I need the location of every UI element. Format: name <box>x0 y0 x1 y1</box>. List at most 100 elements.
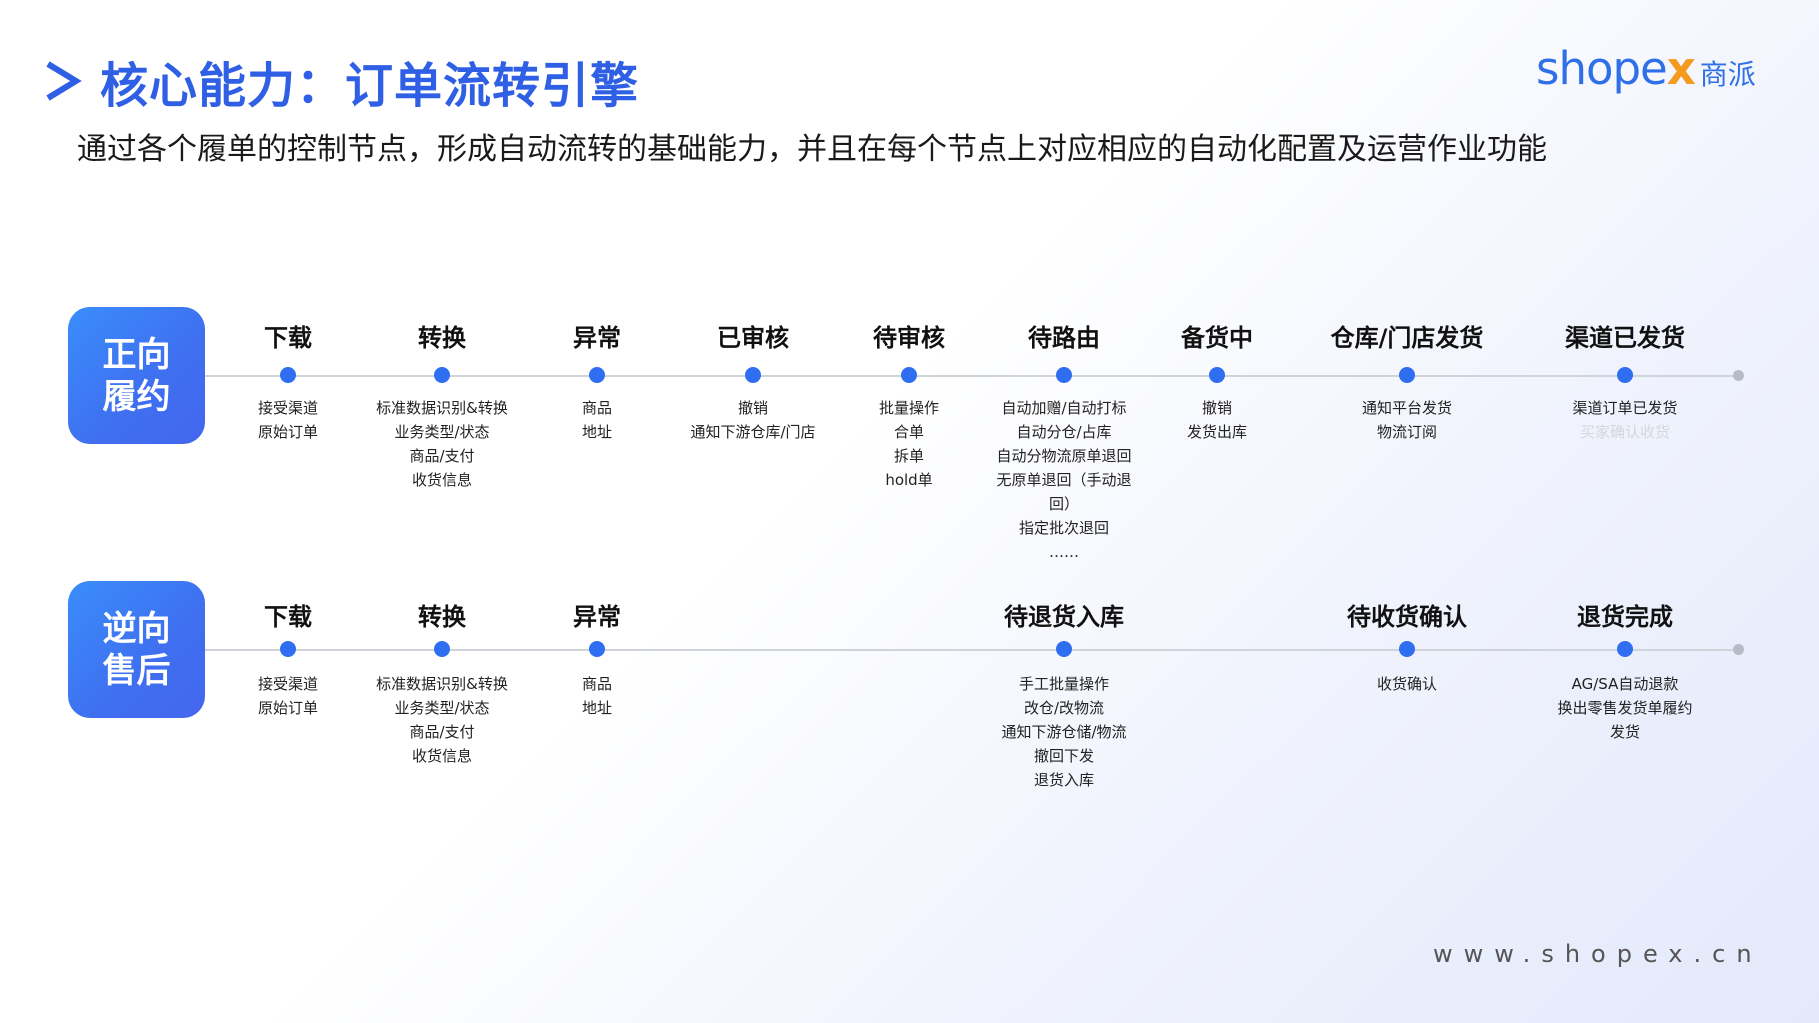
node-description-line: 自动加赠/自动打标 <box>1001 399 1127 417</box>
node-description: 接受渠道原始订单 <box>168 396 408 444</box>
node-description-line: AG/SA自动退款 <box>1571 675 1679 693</box>
node-description-line: 商品/支付 <box>409 723 475 741</box>
node-description: 通知平台发货物流订阅 <box>1287 396 1527 444</box>
node-description-line: 标准数据识别&转换 <box>376 399 508 417</box>
node-description-line: 原始订单 <box>257 699 318 717</box>
node-dot <box>1209 367 1225 383</box>
node-description-line: 接受渠道 <box>257 399 318 417</box>
node-label: 转换 <box>418 324 466 352</box>
node-dot <box>1617 367 1633 383</box>
node-dot <box>745 367 761 383</box>
reverse-timeline-track <box>205 649 1739 651</box>
node-description: 手工批量操作改仓/改物流通知下游仓储/物流撤回下发退货入库 <box>944 672 1184 792</box>
logo-text-x: x <box>1666 42 1696 95</box>
node-dot <box>280 367 296 383</box>
node-dot <box>1056 367 1072 383</box>
node-dot <box>1056 641 1072 657</box>
page-title: 核心能力：订单流转引擎 <box>100 58 640 114</box>
node-dot <box>1399 641 1415 657</box>
node-description-line: 撤销 <box>737 399 768 417</box>
node-description: 商品地址 <box>477 396 717 444</box>
node-label: 待退货入库 <box>1004 603 1124 631</box>
node-description-line: 原始订单 <box>257 423 318 441</box>
node-description-line: 商品/支付 <box>409 447 475 465</box>
node-label: 待路由 <box>1028 324 1100 352</box>
node-description-line: 渠道订单已发货 <box>1572 399 1678 417</box>
node-dot <box>280 641 296 657</box>
node-description-line: 换出零售发货单履约发货 <box>1557 699 1693 741</box>
node-description-line: 收货确认 <box>1376 675 1437 693</box>
node-dot <box>589 641 605 657</box>
node-description: 撤销通知下游仓库/门店 <box>633 396 873 444</box>
node-description-line: 地址 <box>581 699 612 717</box>
node-description-line: 通知下游仓库/门店 <box>690 423 816 441</box>
node-description-line: 改仓/改物流 <box>1023 699 1105 717</box>
node-label: 转换 <box>418 603 466 631</box>
node-description-line: 接受渠道 <box>257 675 318 693</box>
node-description-line: 合单 <box>893 423 924 441</box>
node-description: 撤销发货出库 <box>1097 396 1337 444</box>
node-description-line: 指定批次退回 <box>1018 519 1109 537</box>
node-description-line: 买家确认收货 <box>1579 423 1670 441</box>
node-description: 渠道订单已发货买家确认收货 <box>1505 396 1745 444</box>
forward-badge-line1: 正向 <box>102 334 171 375</box>
chevron-right-icon <box>46 61 82 101</box>
reverse-badge-line2: 售后 <box>102 650 171 691</box>
reverse-timeline-end-dot <box>1733 644 1744 655</box>
node-dot <box>1617 641 1633 657</box>
node-description-line: 收货信息 <box>411 747 472 765</box>
node-description-line: 业务类型/状态 <box>394 423 490 441</box>
node-description-line: 通知平台发货 <box>1361 399 1452 417</box>
node-label: 异常 <box>573 603 621 631</box>
node-label: 仓库/门店发货 <box>1330 324 1484 352</box>
node-description-line: 拆单 <box>893 447 924 465</box>
node-description: 收货确认 <box>1287 672 1527 696</box>
node-description: 自动加赠/自动打标自动分仓/占库自动分物流原单退回无原单退回（手动退回） 指定批次… <box>944 396 1184 564</box>
node-dot <box>589 367 605 383</box>
node-description-line: 通知下游仓储/物流 <box>1001 723 1127 741</box>
node-description-line: 业务类型/状态 <box>394 699 490 717</box>
node-description-line: 手工批量操作 <box>1018 675 1109 693</box>
forward-timeline-track <box>205 375 1739 377</box>
forward-badge-line2: 履约 <box>102 376 171 417</box>
node-label: 待收货确认 <box>1347 603 1467 631</box>
node-description-line: 商品 <box>581 675 612 693</box>
node-dot <box>901 367 917 383</box>
forward-timeline-end-dot <box>1733 370 1744 381</box>
node-description-line: 收货信息 <box>411 471 472 489</box>
title-row: 核心能力：订单流转引擎 <box>42 46 639 116</box>
node-label: 异常 <box>573 324 621 352</box>
footer-url: www.shopex.cn <box>1433 940 1763 968</box>
node-description-line: 无原单退回（手动退回） <box>996 471 1132 513</box>
node-description-line: hold单 <box>885 471 933 489</box>
node-description-line: 地址 <box>581 423 612 441</box>
node-label: 备货中 <box>1181 324 1253 352</box>
node-description: 标准数据识别&转换业务类型/状态商品/支付收货信息 <box>322 672 562 768</box>
logo-text-cn: 商派 <box>1699 58 1756 91</box>
node-dot <box>1399 367 1415 383</box>
node-description-line: 标准数据识别&转换 <box>376 675 508 693</box>
page-subtitle: 通过各个履单的控制节点，形成自动流转的基础能力，并且在每个节点上对应相应的自动化… <box>77 132 1547 167</box>
node-description: 标准数据识别&转换业务类型/状态商品/支付收货信息 <box>322 396 562 492</box>
node-label: 已审核 <box>717 324 789 352</box>
node-description-line: 物流订阅 <box>1376 423 1437 441</box>
node-description: 接受渠道原始订单 <box>168 672 408 720</box>
node-description-line: 发货出库 <box>1186 423 1247 441</box>
node-label: 渠道已发货 <box>1565 324 1685 352</box>
node-dot <box>434 641 450 657</box>
node-description-line: 撤回下发 <box>1033 747 1094 765</box>
node-description: 批量操作合单拆单 hold单 <box>789 396 1029 492</box>
node-label: 退货完成 <box>1577 603 1673 631</box>
node-label: 下载 <box>264 603 312 631</box>
forward-section-badge: 正向 履约 <box>68 307 205 444</box>
node-label: 下载 <box>264 324 312 352</box>
node-description-line: 自动分物流原单退回 <box>996 447 1132 465</box>
node-description-line: 批量操作 <box>878 399 939 417</box>
node-description: 商品地址 <box>477 672 717 720</box>
node-description-line: 自动分仓/占库 <box>1016 423 1112 441</box>
node-description-line: 退货入库 <box>1033 771 1094 789</box>
logo-text-en: shope <box>1536 42 1668 95</box>
node-description-line: 撤销 <box>1201 399 1232 417</box>
node-description: AG/SA自动退款换出零售发货单履约发货 <box>1505 672 1745 744</box>
